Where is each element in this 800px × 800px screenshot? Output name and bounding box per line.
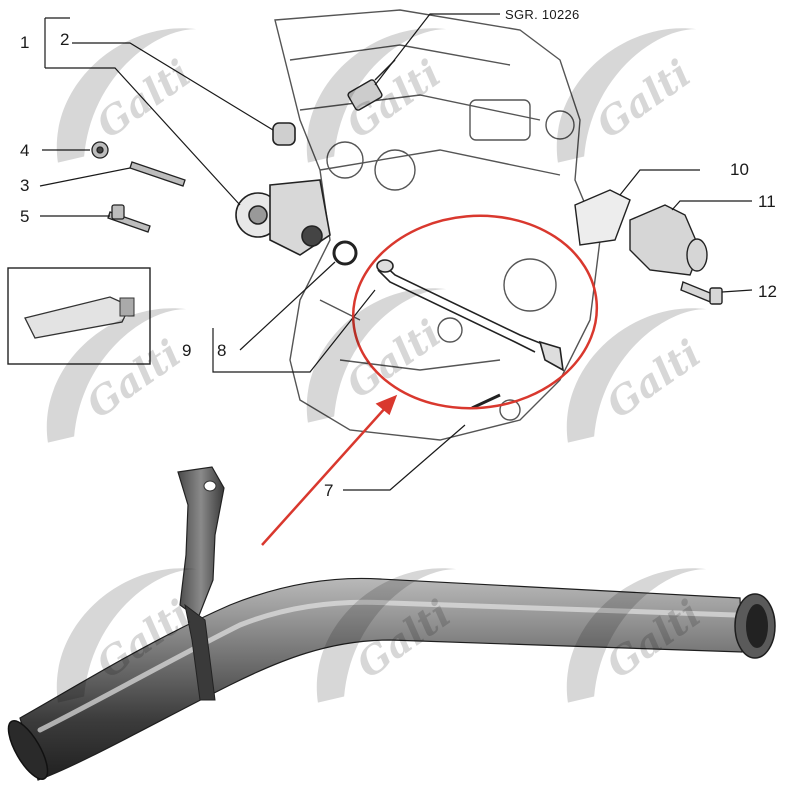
highlight-arrow-head — [375, 394, 398, 416]
bracket-hole — [203, 480, 217, 492]
tool-reference-code: SGR. 10226 — [505, 7, 580, 22]
pipe-inlet — [7, 720, 49, 780]
highlight-ellipse — [351, 214, 599, 410]
galti-watermark-logo: Galti — [56, 28, 199, 163]
galti-watermark-logo: Galti — [306, 288, 449, 423]
pipe-highlight — [37, 599, 738, 733]
callout-10: 10 — [730, 160, 749, 179]
small-pipe-drawing — [376, 259, 565, 410]
coolant-pipe-photo — [7, 466, 776, 781]
water-pump-drawing — [235, 122, 358, 266]
mounting-bracket — [177, 466, 225, 619]
callout-9: 9 — [182, 341, 192, 360]
callout-7: 7 — [324, 481, 334, 500]
thermostat-housing-drawing — [574, 189, 723, 305]
callout-4: 4 — [20, 141, 30, 160]
galti-watermark-logo: Galti — [556, 28, 699, 163]
leader-lines — [39, 13, 753, 491]
callout-3: 3 — [20, 176, 30, 195]
engine-block-drawing — [274, 9, 601, 441]
sealant-tube-drawing — [7, 267, 151, 365]
fasteners-drawing — [91, 141, 186, 233]
callout-1: 1 — [20, 33, 30, 52]
callout-5: 5 — [20, 207, 30, 226]
callout-8: 8 — [217, 341, 227, 360]
highlight-annotation — [261, 214, 599, 546]
callout-12: 12 — [758, 282, 777, 301]
callout-2: 2 — [60, 30, 70, 49]
callout-11: 11 — [758, 192, 776, 211]
highlight-arrow-shaft — [261, 396, 396, 546]
galti-watermark-logo: Galti — [306, 28, 449, 163]
